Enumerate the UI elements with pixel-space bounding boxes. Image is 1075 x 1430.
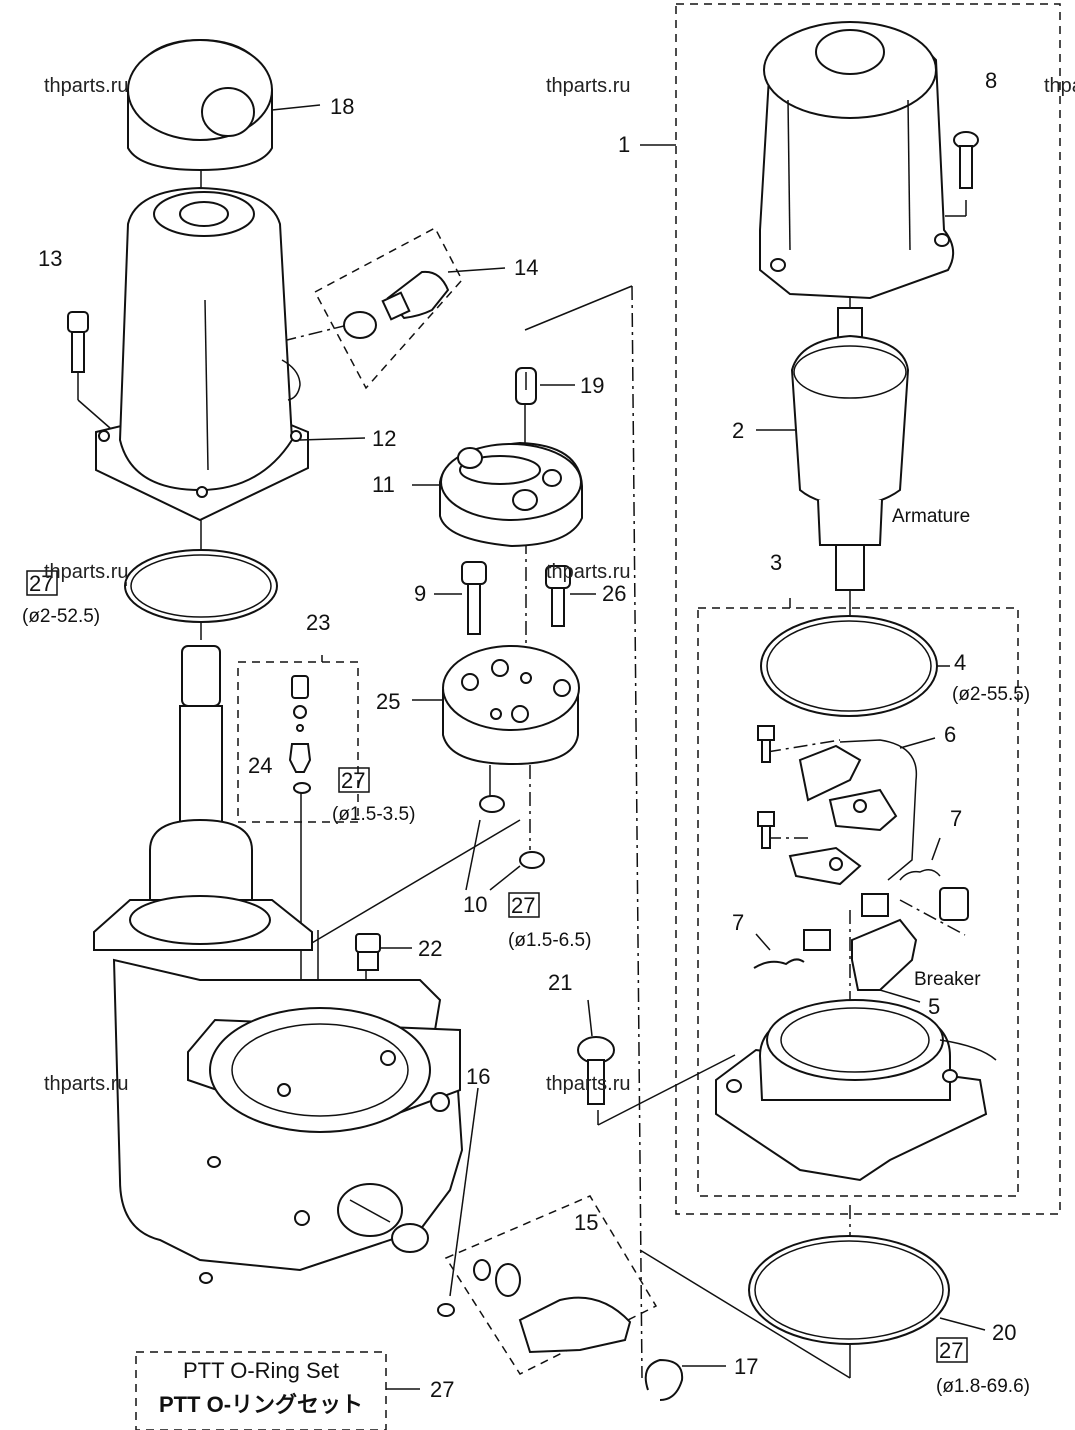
annotation-armature: Armature [892,506,970,527]
callout-26: 26 [602,581,626,606]
callout-15: 15 [574,1210,598,1235]
centerline [766,739,841,753]
part-11-pump-plate [439,441,583,548]
group-box-valve-15 [444,1195,658,1375]
watermark: thparts.ru [44,561,128,583]
part-12-cylinder-cover [95,186,309,522]
watermark: thparts.ru [546,1073,630,1095]
ref-box-27-label: 27 [341,768,365,793]
part-23-check-valve [288,675,312,773]
part-8-screw [953,131,979,189]
watermark: thparts.ru [546,75,630,97]
leader-line [524,285,633,331]
part-16-o-ring [437,1303,455,1317]
cylinder-shaft [179,645,223,837]
group-box-brush-holder [697,607,1019,1197]
part-19-pin [515,367,537,405]
callout-22: 22 [418,936,442,961]
part-24-o-ring [293,782,311,794]
legend-box-line1: PTT O-Ring Set [183,1358,339,1383]
group-box-valve-23 [237,661,359,823]
callout-23: 23 [306,610,330,635]
centerline [631,285,643,1379]
callout-25: 25 [376,689,400,714]
o-ring-52-5 [124,549,278,623]
callout-17: 17 [734,1354,758,1379]
ref-box-27-label: 27 [939,1338,963,1363]
ref-box-27: 27 [26,570,58,596]
ref-box-27-label: 27 [511,893,535,918]
callout-8: 8 [985,68,997,93]
group-box-motor-assembly [675,3,1061,1215]
callout-19: 19 [580,373,604,398]
motor-base [715,999,997,1182]
group-box-valve-14 [313,226,463,390]
ref-box-27-label: 27 [29,571,53,596]
ref-box-27: 27 [338,767,370,793]
part-10-o-ring [479,795,505,813]
part-10-o-ring [519,851,545,869]
callout-7: 7 [950,806,962,831]
part-18-cap [127,38,273,172]
dimension-o-ring-4: (ø2-55.5) [952,684,1030,705]
callout-13: 13 [38,246,62,271]
dimension-o-ring-12: (ø2-52.5) [22,606,100,627]
callout-7: 7 [732,910,744,935]
callout-14: 14 [514,255,538,280]
part-20-o-ring [748,1235,950,1345]
part-1-motor-housing [759,21,955,300]
callout-5: 5 [928,994,940,1019]
part-9-bolt [461,561,487,635]
part-14-valve [343,270,450,339]
callout-4: 4 [954,650,966,675]
watermark: thparts.ru [546,561,630,583]
callout-2: 2 [732,418,744,443]
callout-18: 18 [330,94,354,119]
callout-16: 16 [466,1064,490,1089]
ref-box-27: 27 [936,1337,968,1363]
part-21-bolt [577,1036,615,1105]
part-4-o-ring [760,615,938,717]
callout-6: 6 [944,722,956,747]
watermark: thparts.ru [44,75,128,97]
part-2-armature [790,307,910,591]
callout-12: 12 [372,426,396,451]
callout-11: 11 [372,472,395,497]
part-26-bolt [545,565,571,627]
centerline [899,899,966,936]
leader-line [77,399,111,429]
cylinder-body [93,818,464,1284]
dimension-o-ring-24: (ø1.5-3.5) [332,804,415,825]
part-17-circlip [644,1358,684,1401]
callout-1: 1 [618,132,630,157]
part-13-bolt [67,311,89,373]
callout-20: 20 [992,1320,1016,1345]
annotation-breaker: Breaker [914,969,981,990]
callout-10: 10 [463,892,487,917]
watermark: thparts.ru [1044,75,1075,97]
brush-holder-parts [753,725,969,991]
part-22-fitting [355,933,381,971]
legend-box [135,1351,387,1430]
dimension-o-ring-20: (ø1.8-69.6) [936,1376,1030,1397]
callout-27: 27 [430,1377,454,1402]
part-25-gear-pump [442,645,580,766]
callout-21: 21 [548,970,572,995]
centerline [229,321,361,355]
watermark: thparts.ru [44,1073,128,1095]
leader-line [597,1054,736,1126]
leader-line [299,819,521,951]
ref-box-27: 27 [508,892,540,918]
leader-line [639,1249,851,1379]
legend-box-line2: PTT O-リングセット [159,1392,363,1417]
callout-3: 3 [770,550,782,575]
callout-9: 9 [414,581,426,606]
dimension-o-ring-10: (ø1.5-6.5) [508,930,591,951]
callout-24: 24 [248,753,272,778]
part-15-valve-assembly [473,1259,632,1354]
